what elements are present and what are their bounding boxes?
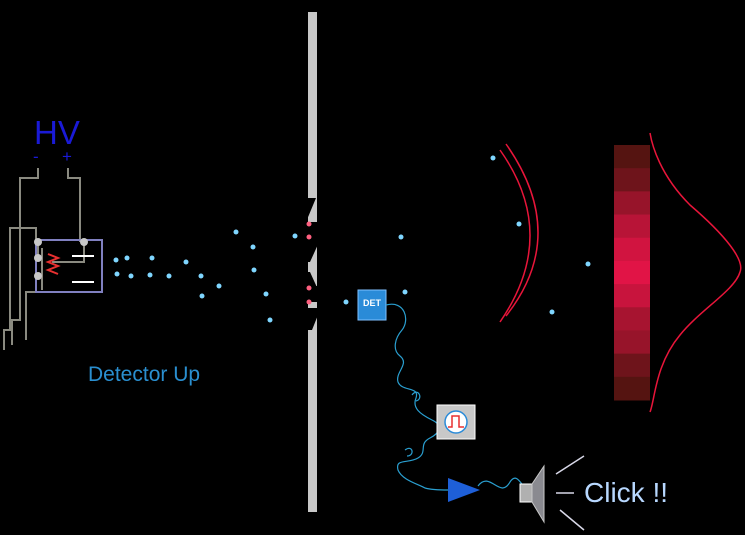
electron [166, 273, 172, 279]
screen-band [614, 376, 650, 401]
electron [199, 293, 205, 299]
electron [250, 244, 256, 250]
electron [233, 229, 239, 235]
screen-band [614, 237, 650, 262]
slit-marker [306, 285, 312, 291]
electron [198, 273, 204, 279]
hv-plus-label: + [62, 147, 72, 166]
sound-lines [555, 455, 585, 531]
detection-screen [614, 145, 650, 401]
signal-wire [385, 303, 529, 491]
wavefronts [499, 143, 539, 323]
electron [124, 255, 130, 261]
distribution-curve [649, 132, 742, 413]
screen-band [614, 260, 650, 285]
hv-minus-label: - [33, 147, 39, 166]
electron [267, 317, 273, 323]
slit-marker [306, 234, 312, 240]
electron [549, 309, 555, 315]
double-slit-barrier [305, 12, 320, 512]
amplifier-triangle-icon [448, 478, 480, 502]
slit-marker [306, 299, 312, 305]
slit-marker [306, 221, 312, 227]
electron [113, 257, 119, 263]
electron [251, 267, 257, 273]
screen-band [614, 330, 650, 355]
hv-label: HV [34, 114, 80, 151]
electron [516, 221, 522, 227]
speaker-icon [519, 464, 545, 524]
electron [149, 255, 155, 261]
click-label: Click !! [584, 477, 668, 508]
electron [402, 289, 408, 295]
electron [343, 299, 349, 305]
pulse-icon [436, 404, 476, 440]
electron-stream [113, 155, 591, 323]
hv-wiring [3, 168, 85, 350]
electron [147, 272, 153, 278]
electron [398, 234, 404, 240]
which-path-detector-icon [357, 289, 387, 321]
screen-band [614, 191, 650, 216]
screen-band [614, 353, 650, 378]
detector-state-label: Detector Up [88, 363, 201, 386]
electron [216, 283, 222, 289]
electron-gun-icon [34, 238, 103, 293]
electron [114, 271, 120, 277]
detector-box-label: DET [363, 298, 381, 308]
screen-band [614, 307, 650, 331]
screen-band [614, 168, 650, 192]
screen-band [614, 145, 650, 169]
electron [585, 261, 591, 267]
screen-band [614, 284, 650, 308]
screen-band [614, 214, 650, 239]
electron [292, 233, 298, 239]
electron [490, 155, 496, 161]
electron [183, 259, 189, 265]
electron [128, 273, 134, 279]
electron [263, 291, 269, 297]
